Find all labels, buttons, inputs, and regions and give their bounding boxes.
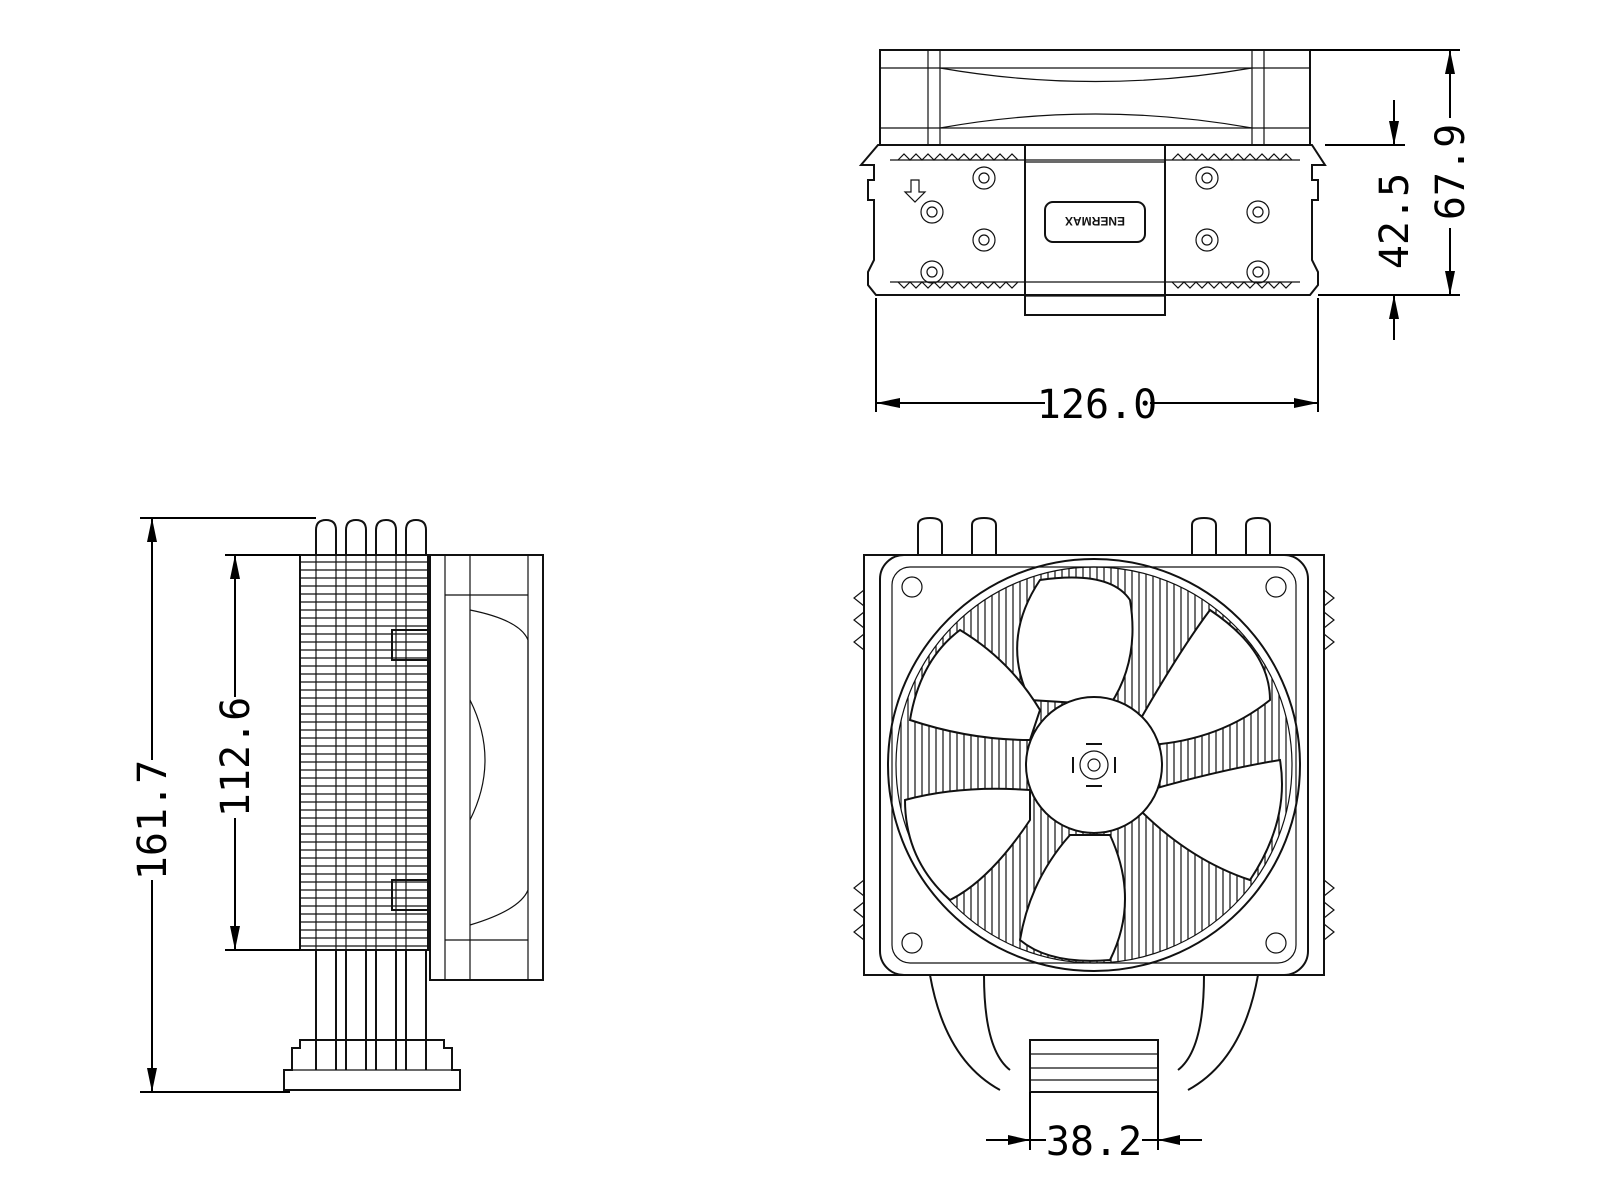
- brand-logo: ENERMAX: [1065, 214, 1125, 228]
- dim-base-width: 38.2: [986, 1092, 1202, 1165]
- side-view-base: [283, 1039, 461, 1091]
- svg-text:38.2: 38.2: [1046, 1119, 1142, 1165]
- svg-text:67.9: 67.9: [1428, 124, 1474, 220]
- top-view: ENERMAX: [858, 49, 1327, 316]
- side-view-fin-stack: [299, 554, 429, 951]
- hub-center-icon: [1079, 750, 1109, 780]
- dim-heatsink-depth: 42.5: [1325, 100, 1418, 340]
- airflow-arrow-icon: [903, 179, 927, 203]
- fin-lines: [300, 561, 428, 947]
- fan-blades: [903, 576, 1283, 962]
- front-view-base: [1029, 1039, 1159, 1093]
- side-view: [283, 518, 544, 1091]
- side-view-fan: [429, 554, 544, 981]
- top-view-heatsink: [858, 144, 1327, 296]
- top-view-fan-frame: [879, 49, 1311, 146]
- logo-badge: [1044, 201, 1146, 243]
- svg-text:161.7: 161.7: [130, 760, 176, 880]
- dim-total-depth: 67.9: [1310, 49, 1474, 296]
- front-view-fan-frame: [879, 554, 1309, 976]
- heatpipe-ends: [920, 166, 1270, 284]
- dim-total-width: 126.0: [875, 298, 1319, 428]
- fan-hub: [1025, 696, 1163, 834]
- dim-total-height: 161.7: [130, 517, 316, 1093]
- svg-text:42.5: 42.5: [1372, 173, 1418, 269]
- svg-text:112.6: 112.6: [213, 697, 259, 817]
- top-view-center-cover: [1024, 144, 1166, 316]
- front-view: [853, 516, 1335, 1093]
- svg-text:126.0: 126.0: [1037, 382, 1157, 428]
- dim-fin-stack-height: 112.6: [213, 554, 300, 951]
- fan-ring: [887, 558, 1301, 972]
